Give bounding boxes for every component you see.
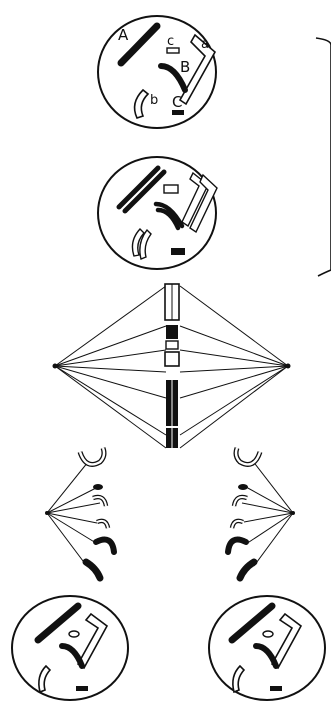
chromatid-B-left (96, 540, 114, 552)
chromosome-c (69, 631, 79, 637)
chromosome-B (62, 646, 82, 666)
plate-chromosome-2 (166, 325, 178, 339)
stage-connector-arrow (316, 38, 331, 276)
label-C: C (172, 93, 182, 111)
plate-chromosome-3 (166, 341, 178, 349)
metaphase-spindle (53, 284, 291, 448)
spindle-pole-left (53, 364, 58, 369)
spindle-pole-right (286, 364, 291, 369)
chromatid-C-right (238, 484, 248, 490)
chromatid-C-left (93, 484, 103, 490)
daughter-cell-right (209, 596, 325, 700)
label-B: B (180, 58, 190, 76)
chromosome-B (256, 646, 276, 666)
label-c: c (167, 34, 174, 49)
label-a: a (201, 37, 209, 52)
stage-2-cell (98, 157, 217, 269)
chromosome-c (263, 631, 273, 637)
anaphase-left (45, 448, 114, 578)
anaphase-right (228, 448, 295, 578)
daughter-cell-left (12, 596, 128, 700)
label-A: A (118, 26, 129, 44)
chromosome-A-replicated (119, 168, 158, 207)
chromosome-b (233, 666, 244, 692)
chromosome-C (270, 686, 282, 691)
chromatid-B-right (228, 540, 246, 552)
chromosome-c-replicated (164, 185, 178, 193)
plate-chromosome-4 (165, 352, 179, 366)
chromatid-A-right (240, 562, 254, 578)
chromosome-C-replicated (171, 248, 185, 255)
chromatid-A-left (86, 562, 100, 578)
label-b: b (150, 93, 158, 108)
chromosome-b (39, 666, 50, 692)
chromosome-b (135, 90, 148, 118)
chromosome-C (76, 686, 88, 691)
stage-1-cell: A a B b c C (98, 16, 216, 128)
